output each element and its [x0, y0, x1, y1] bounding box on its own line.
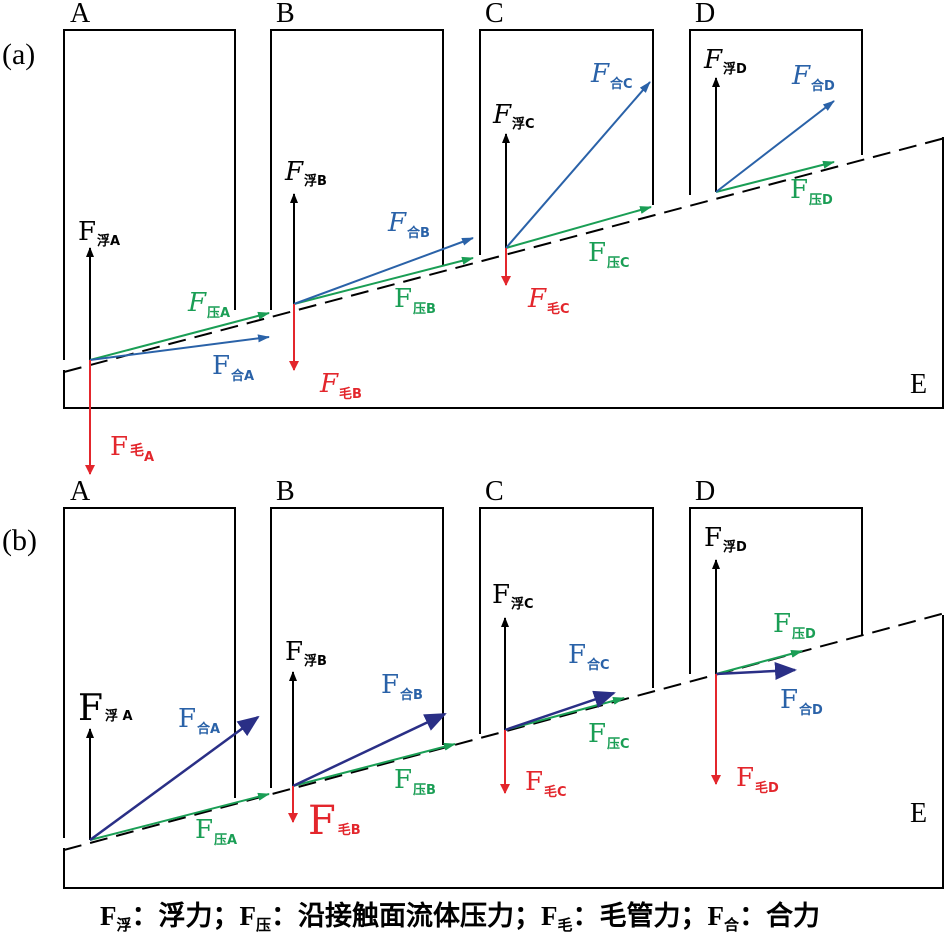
- resultant-label-b: F合B: [387, 208, 430, 241]
- legend-capillary-text: ：毛管力；: [573, 901, 708, 931]
- pressure-label-d: F压D: [790, 175, 833, 208]
- block-d-outline: [689, 29, 863, 195]
- capillary-label-d-b: F毛D: [736, 763, 779, 796]
- resultant-label-c-b: F合C: [568, 640, 610, 673]
- buoyancy-label-c-b: F浮C: [492, 580, 534, 612]
- resultant-arrow-d: [715, 100, 835, 193]
- resultant-label-a: F合A: [212, 351, 254, 384]
- block-d-outline-b: [689, 507, 863, 674]
- resultant-arrow-c: [505, 81, 651, 249]
- pressure-label-a: F压A: [187, 288, 230, 321]
- buoyancy-label-b-b: F浮B: [285, 637, 327, 669]
- legend-pressure-symbol: F: [240, 901, 257, 931]
- pressure-arrow-c: [505, 206, 652, 249]
- block-d-label: D: [695, 0, 715, 29]
- legend-buoyancy-symbol: F: [100, 901, 117, 931]
- legend-resultant-symbol: F: [708, 901, 725, 931]
- block-a-outline-b: [63, 507, 236, 838]
- pressure-label-c-b: F压C: [588, 719, 630, 752]
- buoyancy-label-d-b: F浮D: [704, 523, 747, 555]
- block-e-outline: [63, 137, 944, 409]
- resultant-arrow-a-b: [89, 715, 260, 842]
- legend-resultant-text: ：合力: [739, 900, 820, 931]
- block-e-label-b: E: [910, 798, 927, 829]
- resultant-arrow-d-b: [715, 662, 797, 680]
- block-c-label: C: [485, 0, 504, 29]
- panel-b-tag: (b): [2, 524, 37, 557]
- block-b-label: B: [276, 0, 295, 29]
- resultant-label-c: F合C: [590, 59, 633, 92]
- resultant-arrow-c-b: [504, 690, 616, 732]
- buoyancy-label-d: F浮D: [703, 45, 747, 77]
- block-c-outline-b: [479, 507, 654, 734]
- pressure-label-b: F压B: [394, 284, 436, 317]
- buoyancy-label-b: F浮B: [284, 157, 327, 189]
- pressure-arrow-d-b: [715, 649, 803, 675]
- buoyancy-label-a: F浮A: [78, 217, 120, 249]
- resultant-arrow-a: [89, 334, 270, 361]
- resultant-label-b-b: F合B: [381, 670, 423, 703]
- buoyancy-label-c: F浮C: [492, 100, 535, 132]
- resultant-arrow-b: [293, 237, 474, 305]
- block-a-label: A: [70, 0, 91, 29]
- pressure-label-a-b: F压A: [195, 815, 237, 848]
- resultant-label-d-b: F合D: [780, 685, 823, 718]
- pressure-arrow-b: [293, 256, 474, 305]
- block-b-outline-b: [270, 507, 444, 788]
- pressure-arrow-d: [715, 160, 835, 193]
- resultant-label-d: F合D: [791, 61, 835, 94]
- pressure-arrow-a: [89, 311, 270, 361]
- block-a-label-b: A: [70, 476, 91, 507]
- legend-pressure-text: ：沿接触面流体压力；: [271, 901, 541, 931]
- capillary-label-c-b: F毛C: [525, 767, 567, 800]
- block-d-label-b: D: [695, 476, 715, 507]
- pressure-label-d-b: F压D: [773, 609, 816, 642]
- pressure-label-b-b: F压B: [394, 765, 436, 798]
- panel-a-tag: (a): [2, 38, 35, 71]
- block-b-label-b: B: [276, 476, 295, 507]
- block-e-outline-b: [63, 615, 944, 889]
- pressure-label-c: F压C: [588, 238, 630, 271]
- capillary-label-c: F毛C: [527, 284, 570, 317]
- legend-capillary-symbol: F: [541, 901, 558, 931]
- resultant-label-a-b: F合A: [178, 704, 220, 737]
- pressure-arrow-a-b: [89, 792, 270, 841]
- resultant-arrow-b-b: [292, 712, 447, 788]
- block-c-outline: [479, 29, 654, 255]
- block-c-label-b: C: [485, 476, 504, 507]
- block-e-label: E: [910, 369, 927, 400]
- capillary-label-b: F毛B: [319, 369, 362, 402]
- pressure-arrow-b-b: [292, 742, 456, 787]
- block-b-outline: [270, 29, 444, 310]
- legend-buoyancy-text: ：浮力；: [132, 901, 240, 931]
- legend: F浮：浮力；F压：沿接触面流体压力；F毛：毛管力；F合：合力: [100, 900, 820, 933]
- block-a-outline: [63, 29, 236, 360]
- contact-surface-line: [63, 137, 946, 373]
- panel-a-blocks: [63, 29, 946, 409]
